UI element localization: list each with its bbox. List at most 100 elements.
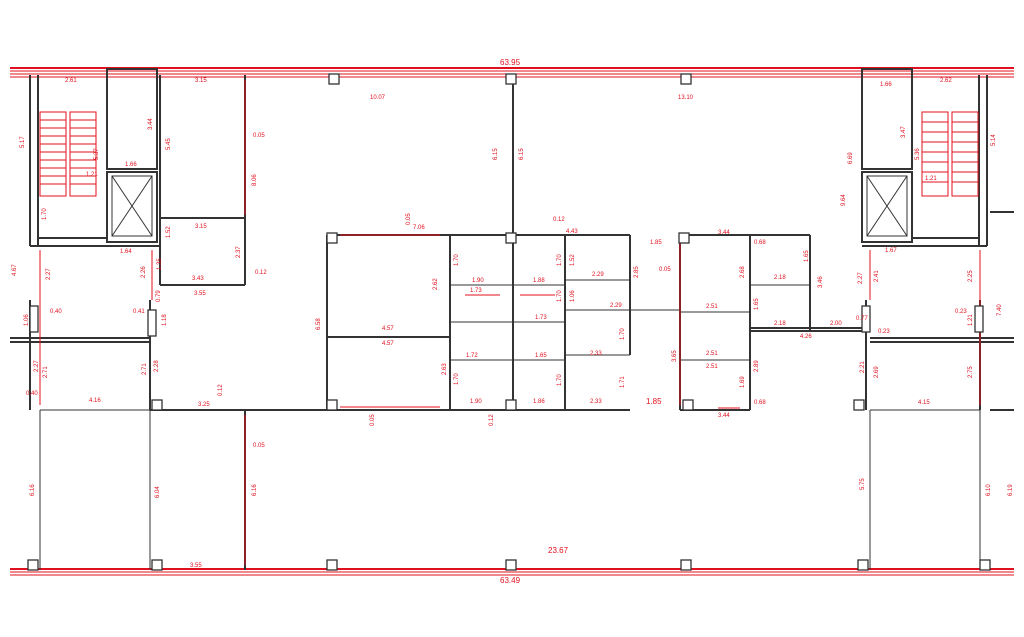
dim-span-right-top: 13.10 [678,95,694,101]
column [974,305,984,333]
dim-label: 2.61 [65,78,77,84]
dim-label: 6.16 [30,484,36,496]
column [979,559,991,571]
column [147,309,157,337]
dim-label: 4.26 [800,334,812,340]
dim-label: 2.21 [860,361,866,373]
dim-label: 0.05 [406,213,412,225]
dim-label: 5.14 [991,134,997,146]
dim-label: 2.37 [236,246,242,258]
column [27,559,39,571]
dim-label: 2.18 [774,321,786,327]
dim-label: 5.75 [860,478,866,490]
column [151,399,163,411]
column [853,399,865,411]
column [326,559,338,571]
dim-label: 6.10 [986,484,992,496]
dim-label: 2.27 [858,272,864,284]
column [151,559,163,571]
dim-label: 1.52 [570,254,576,266]
dim-label: 6.16 [252,484,258,496]
dim-label: 4.16 [89,398,101,404]
dim-label: 5.17 [20,136,26,148]
column [328,73,340,85]
column [857,559,869,571]
dim-label: 3.47 [901,126,907,138]
dim-label: 8.06 [252,174,258,186]
dim-label: 1.67 [885,248,897,254]
dim-label: 4.43 [566,229,578,235]
dim-label: 2.89 [754,360,760,372]
dim-label: 0.05 [659,267,671,273]
dim-label: 2.63 [442,363,448,375]
dim-label: 2.00 [830,321,842,327]
dim-label: 0.77 [856,316,868,322]
dim-label: 2.41 [874,270,880,282]
dim-label: 1.70 [454,254,460,266]
dim-label: 3.44 [718,230,730,236]
dim-label: 3.44 [148,118,154,130]
dim-label: 0.41 [133,309,145,315]
dim-label: 0.12 [489,414,495,426]
dim-label: 7.06 [413,225,425,231]
dim-label: 2.29 [610,303,622,309]
dim-label: 0.12 [553,217,565,223]
dim-label: 1.71 [620,376,626,388]
dim-label: 0.05 [253,133,265,139]
dim-bottom-mid: 23.67 [548,546,569,555]
dim-label: 6.69 [848,152,854,164]
dim-label: 4.57 [382,326,394,332]
dim-label: 6.58 [316,318,322,330]
dim-label: 2.27 [46,268,52,280]
dim-label: 0.23 [955,309,967,315]
dim-label: 2.27 [34,360,40,372]
column [678,232,690,244]
dim-label: 2.75 [968,366,974,378]
dim-label: 1.70 [557,254,563,266]
column [861,305,871,333]
dim-label: 5.36 [915,148,921,160]
dim-label: 7.40 [997,304,1003,316]
dim-label: 2.68 [740,266,746,278]
column [505,399,517,411]
dim-label: 6.04 [155,486,161,498]
right-core [861,68,988,247]
column [29,305,39,333]
dim-label: 1.21 [86,172,98,178]
dim-label: 2.62 [433,278,439,290]
dim-span-left-top: 10.07 [370,95,386,101]
dim-label: 0.79 [156,290,162,302]
dim-label: 1.21 [968,314,974,326]
dim-label: 4.57 [382,341,394,347]
dim-label: 0.12 [218,384,224,396]
dim-label: 2.51 [706,364,718,370]
dim-label: 5.37 [94,148,100,160]
dim-overall-bottom: 63.49 [500,576,521,585]
dim-label: 1.52 [166,226,172,238]
right-partitions [865,211,1014,570]
dim-label: 0.12 [255,270,267,276]
dim-label: 4.15 [918,400,930,406]
dim-label: 1.66 [880,82,892,88]
column [505,232,517,244]
dim-label: 1.70 [557,374,563,386]
dim-label: 1.06 [570,290,576,302]
column [326,232,338,244]
dim-label: 1.69 [740,376,746,388]
dim-label: 1.70 [557,290,563,302]
dim-label: 1.64 [120,249,132,255]
column [680,559,692,571]
dim-label: 6.15 [519,148,525,160]
dim-label: 3.46 [818,276,824,288]
dim-label: 3.43 [192,276,204,282]
dim-label: 1.73 [535,315,547,321]
dim-label: 3.65 [672,350,678,362]
structural-columns [27,73,991,571]
dim-label: 2.51 [706,351,718,357]
dim-label: 0.05 [253,443,265,449]
dim-label: 2.51 [706,304,718,310]
dim-label: 2.71 [142,363,148,375]
column [505,559,517,571]
left-stairs [39,111,97,197]
dim-label: 2.25 [968,270,974,282]
